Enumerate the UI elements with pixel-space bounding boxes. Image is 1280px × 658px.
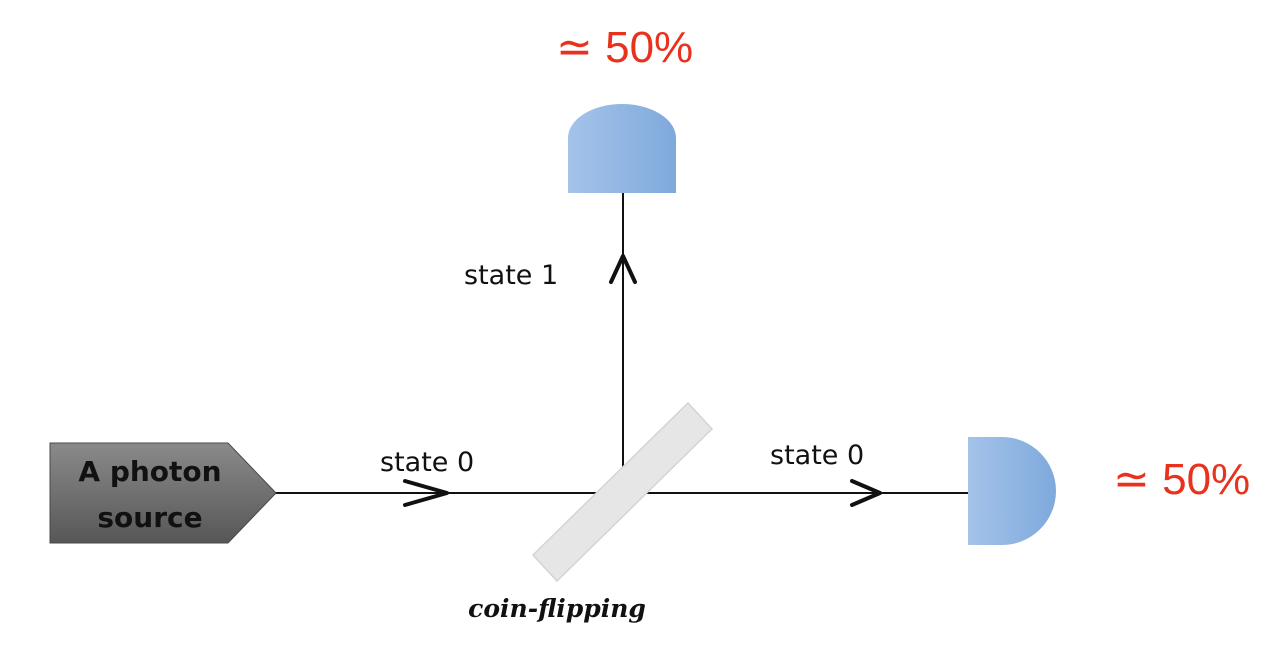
transmitted-state-label: state 0 — [770, 440, 864, 471]
reflected-arrow — [609, 254, 637, 284]
detector-right — [968, 437, 1056, 545]
right-detector-probability: ≃ 50% — [1113, 455, 1250, 504]
input-arrow — [403, 479, 449, 507]
beam-splitter — [531, 401, 714, 583]
top-detector-probability: ≃ 50% — [556, 23, 693, 72]
source-label-line1: A photon — [78, 455, 221, 488]
input-state-label: state 0 — [380, 447, 474, 478]
detector-top — [568, 104, 676, 193]
source-label-line2: source — [97, 501, 202, 534]
reflected-state-label: state 1 — [464, 260, 558, 291]
splitter-label: coin-flipping — [468, 594, 646, 623]
photon-source — [49, 442, 277, 544]
transmitted-arrow — [850, 479, 882, 507]
